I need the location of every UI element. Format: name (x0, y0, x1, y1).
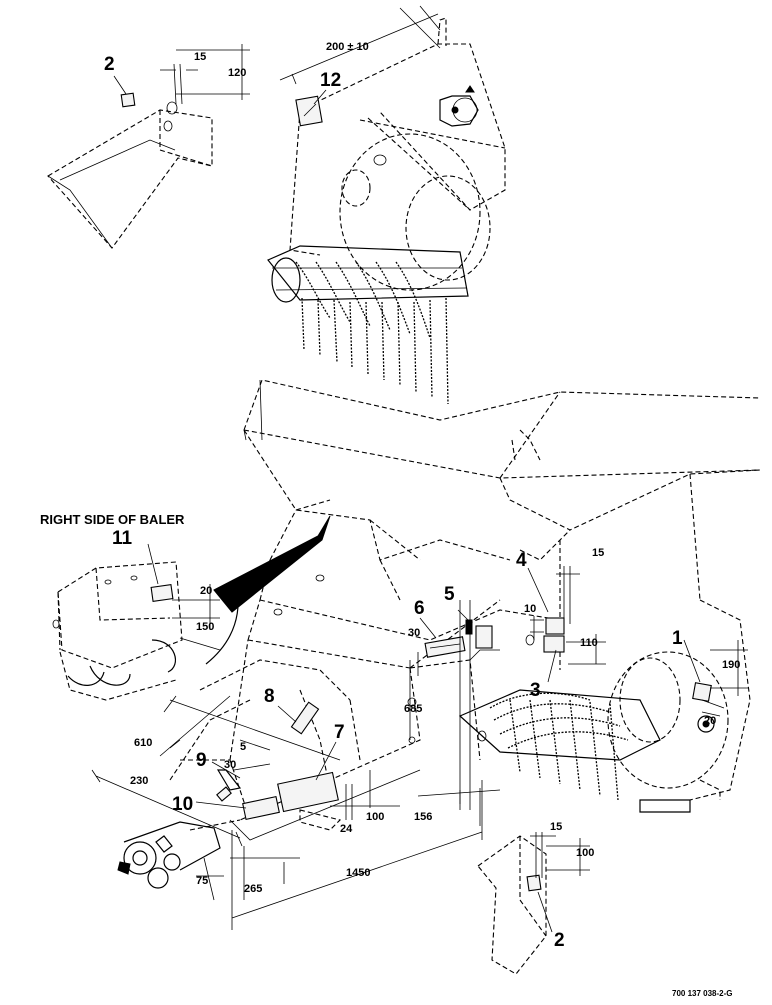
callout-2-bottom: 2 (554, 930, 565, 951)
dim-10: 10 (524, 603, 536, 615)
callout-7: 7 (334, 722, 345, 743)
right-side-inset (52, 561, 183, 701)
dim-110: 110 (580, 637, 598, 649)
right-side-heading: RIGHT SIDE OF BALER (40, 512, 185, 527)
baler-main-body (169, 379, 761, 841)
dim-230: 230 (130, 775, 148, 787)
dim-15-top: 15 (194, 51, 206, 63)
dim-20-left: 20 (200, 585, 212, 597)
dim-150: 150 (196, 621, 214, 633)
callout-labels: 2 12 11 4 5 6 3 1 8 7 9 10 2 (104, 54, 683, 951)
drawing-part-number: 700 137 038-2-G (672, 989, 733, 998)
callout-5: 5 (444, 584, 455, 605)
dim-75: 75 (196, 875, 208, 887)
dim-30-a: 30 (408, 627, 420, 639)
pickup-tines (295, 261, 449, 405)
view-arrow (205, 515, 331, 665)
dim-200: 200 ± 10 (326, 41, 369, 53)
bottom-shield (477, 835, 547, 975)
callout-2-top: 2 (104, 54, 115, 75)
dim-24: 24 (340, 823, 353, 835)
callout-12: 12 (320, 70, 341, 91)
dim-5: 5 (240, 741, 246, 753)
dim-30-b: 30 (224, 759, 236, 771)
dim-190: 190 (722, 659, 740, 671)
dim-265: 265 (244, 883, 262, 895)
leader-lines (113, 75, 701, 933)
callout-4: 4 (516, 550, 527, 571)
callout-1: 1 (672, 628, 683, 649)
dimension-labels: 15 120 200 ± 10 20 150 15 10 110 190 20 … (130, 41, 740, 895)
dim-156: 156 (414, 811, 432, 823)
dim-15-right: 15 (592, 547, 604, 559)
callout-8: 8 (264, 686, 275, 707)
callout-3: 3 (530, 680, 541, 701)
pto-driveline (117, 821, 221, 889)
dim-100-bottom: 100 (576, 847, 594, 859)
top-left-shield (47, 92, 213, 249)
dim-20-right: 20 (704, 715, 716, 727)
top-pickup-assembly (267, 17, 506, 405)
dim-100-mid: 100 (366, 811, 384, 823)
callout-6: 6 (414, 598, 425, 619)
dim-15-bottom: 15 (550, 821, 562, 833)
lower-pickup-reel (458, 651, 729, 813)
dim-685: 685 (404, 703, 422, 715)
dim-120: 120 (228, 67, 246, 79)
callout-10: 10 (172, 794, 193, 815)
dimension-lines (91, 5, 748, 930)
callout-11: 11 (112, 528, 133, 549)
dim-610: 610 (134, 737, 152, 749)
dim-1450: 1450 (346, 867, 370, 879)
callout-9: 9 (196, 750, 207, 771)
body-decals (216, 617, 712, 821)
